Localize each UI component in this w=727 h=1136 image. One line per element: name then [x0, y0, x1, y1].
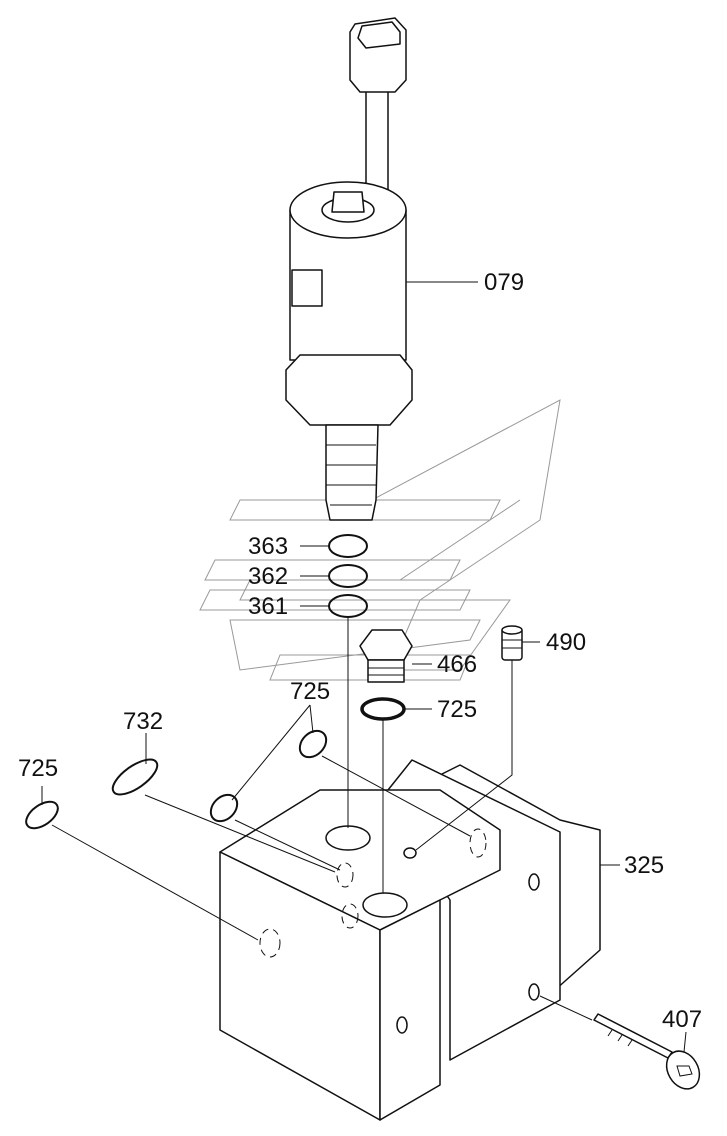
o-ring-362: [328, 564, 368, 588]
label-725-mid: 725: [290, 678, 330, 705]
label-079: 079: [484, 269, 524, 296]
label-363: 363: [248, 533, 288, 560]
label-361: 361: [248, 593, 288, 620]
port-2: [362, 892, 408, 918]
set-screw-490: [501, 625, 523, 661]
label-407: 407: [662, 1006, 702, 1033]
label-362: 362: [248, 563, 288, 590]
o-ring-725-upper: [298, 729, 328, 759]
o-ring-361: [328, 594, 368, 618]
plug-466: [359, 629, 413, 683]
assembly-lines: [51, 617, 593, 1021]
port-1: [325, 825, 371, 851]
label-466: 466: [437, 651, 477, 678]
o-ring-732: [111, 758, 159, 796]
solenoid-valve-079: [285, 181, 413, 521]
part-labels: 079 363 362 361 466 490 725 732 725 725 …: [18, 269, 702, 1033]
o-ring-725-left: [25, 800, 59, 830]
label-725-left: 725: [18, 755, 58, 782]
o-ring-363: [328, 534, 368, 558]
leader-lines: [41, 281, 687, 1053]
label-490: 490: [546, 629, 586, 656]
label-725-right: 725: [437, 696, 477, 723]
label-325: 325: [624, 852, 664, 879]
valve-block-325: [219, 759, 601, 1121]
solenoid-connector: [349, 17, 407, 211]
label-732: 732: [123, 708, 163, 735]
bolt-407: [593, 1013, 701, 1090]
o-ring-725-bold: [360, 697, 406, 721]
